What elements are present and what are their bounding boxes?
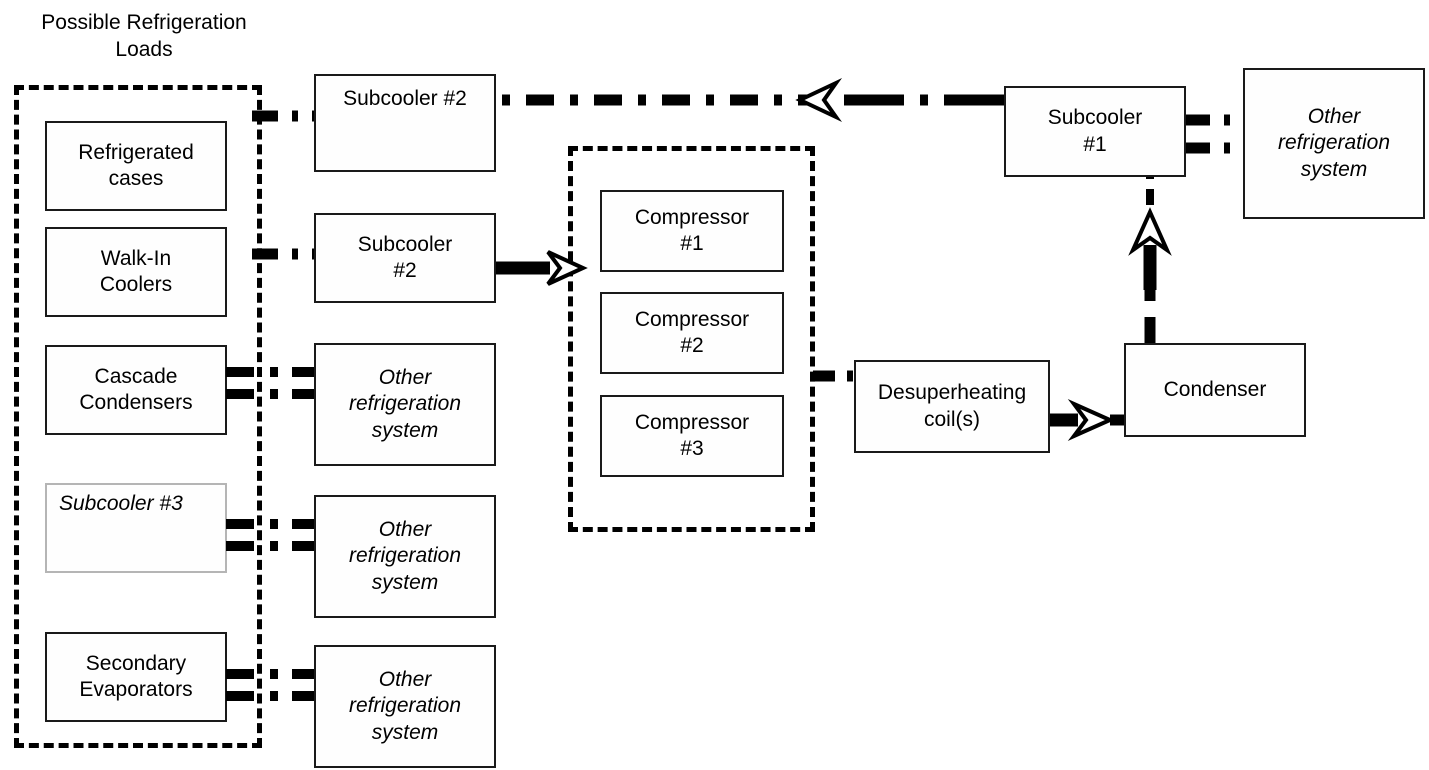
compressor-rack-boundary <box>568 146 815 532</box>
link-condenser-to-subcooler1 <box>1128 177 1172 343</box>
box-other-refrigeration-system-2[interactable]: Other refrigeration system <box>314 495 496 618</box>
box-other-refrigeration-system-top-right[interactable]: Other refrigeration system <box>1243 68 1425 219</box>
arrowhead-up <box>1128 207 1172 256</box>
box-compressor-2[interactable]: Compressor #2 <box>600 292 784 374</box>
load-box-subcooler-3[interactable]: Subcooler #3 <box>45 483 227 573</box>
box-compressor-1[interactable]: Compressor #1 <box>600 190 784 272</box>
load-box-refrigerated-cases[interactable]: Refrigerated cases <box>45 121 227 211</box>
box-other-refrigeration-system-1[interactable]: Other refrigeration system <box>314 343 496 466</box>
loads-group-boundary <box>14 85 262 748</box>
box-subcooler-1[interactable]: Subcooler #1 <box>1004 86 1186 177</box>
box-subcooler-2[interactable]: Subcooler #2 <box>314 213 496 303</box>
box-condenser[interactable]: Condenser <box>1124 343 1306 437</box>
link-subcooler1-to-subcooler2top <box>496 77 1004 123</box>
box-desuperheating-coils[interactable]: Desuperheating coil(s) <box>854 360 1050 453</box>
load-box-secondary-evaporators[interactable]: Secondary Evaporators <box>45 632 227 722</box>
box-other-refrigeration-system-3[interactable]: Other refrigeration system <box>314 645 496 768</box>
box-compressor-3[interactable]: Compressor #3 <box>600 395 784 477</box>
load-box-cascade-condensers[interactable]: Cascade Condensers <box>45 345 227 435</box>
link-subcooler1-to-other-top-right <box>1186 114 1243 154</box>
page-title: Possible Refrigeration Loads <box>41 11 247 61</box>
link-desuperheating-to-condenser <box>1050 399 1124 441</box>
arrowhead-left <box>795 77 843 123</box>
arrowhead-right <box>1067 399 1115 441</box>
load-box-walk-in-coolers[interactable]: Walk-In Coolers <box>45 227 227 317</box>
box-subcooler-2-top[interactable]: Subcooler #2 <box>314 74 496 172</box>
